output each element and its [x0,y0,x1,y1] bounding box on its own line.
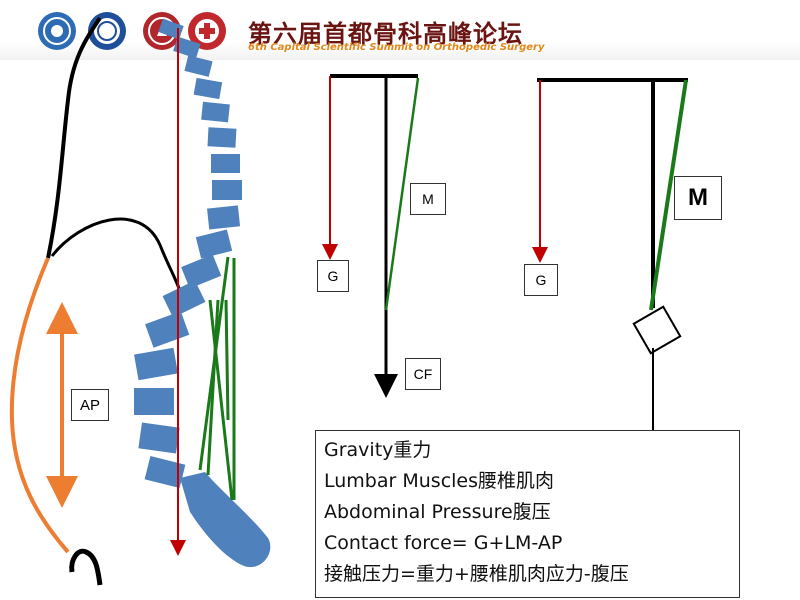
gravity-label-small: G [317,260,349,292]
vertebra [211,154,240,173]
legend-gravity: Gravity重力 [324,439,432,461]
lever-diagram-small [322,74,420,398]
sacrum [180,472,271,568]
vertebra [134,347,178,381]
vertebra [158,18,184,40]
spine [134,18,271,568]
body-outline-waist [50,217,185,301]
legend-contact-force-formula-cn: 接触压力=重力+腰椎肌肉应力-腹压 [324,563,629,585]
vertebra [195,229,233,259]
vertebra [138,422,180,454]
vertebra [173,36,201,59]
vertebra [193,77,223,100]
abdomen-outline [9,257,70,554]
legend-contact-force-formula: Contact force= G+LM-AP [324,532,563,554]
gravity-label-large: G [524,264,558,296]
body-outline-back [46,16,102,259]
lever-diagram-large [532,78,688,540]
legend-abdominal-pressure: Abdominal Pressure腹压 [324,501,551,523]
vertebra [162,280,206,318]
muscle-moment-label-small: M [410,183,446,215]
vertebra [181,254,222,289]
vertebra [184,55,213,77]
ap-label: AP [71,389,109,421]
lumbar-muscles [198,256,236,501]
legend-lumbar-muscles: Lumbar Muscles腰椎肌肉 [324,470,555,492]
conference-title: 第六届首都骨科高峰论坛 [248,20,523,48]
logo-2 [88,12,126,50]
legend-box: Gravity重力 Lumbar Muscles腰椎肌肉 Abdominal P… [315,430,740,598]
vertebra [134,388,174,415]
logo-1 [38,12,76,50]
vertebra [201,101,230,123]
header-banner: 第六届首都骨科高峰论坛 6th Capital Scientific Summi… [0,0,800,60]
contact-box [632,305,682,355]
leg-hook [69,548,103,586]
muscle-moment-label-large: M [674,176,722,220]
vertebra [207,127,237,148]
conference-subtitle: 6th Capital Scientific Summit on Orthope… [248,42,545,53]
vertebra [212,180,242,200]
vertebra [207,205,241,230]
vertebra [144,456,186,488]
vertebra [145,311,190,348]
contact-force-label-small: CF [405,358,441,390]
